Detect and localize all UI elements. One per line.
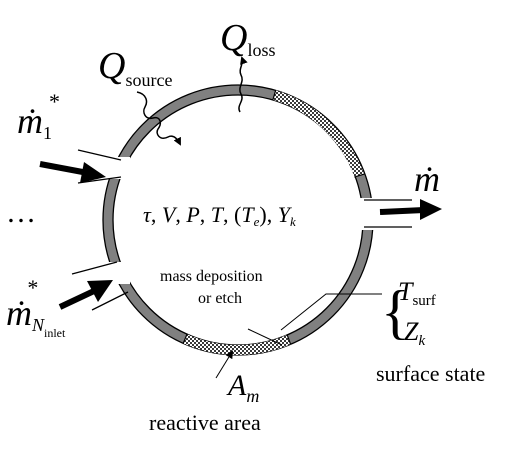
inlet-n-arrowhead bbox=[87, 280, 113, 302]
inlet-1-arrowhead bbox=[80, 162, 106, 183]
inlet-n-arrow-shaft bbox=[58, 288, 96, 310]
q-loss-label: Qloss bbox=[220, 17, 275, 60]
segment-divider bbox=[286, 334, 292, 345]
inlet-n-gap bbox=[95, 262, 130, 284]
inlet-n-label: ṁNinlet* bbox=[6, 275, 66, 340]
reactive-segment-top-right bbox=[272, 90, 365, 178]
q-loss-wavy-arrow bbox=[238, 56, 248, 113]
surface-temperature-label: Tsurf bbox=[398, 277, 436, 309]
segment-divider bbox=[272, 90, 277, 100]
q-source-label: Qsource bbox=[98, 45, 172, 90]
surface-brace: { bbox=[381, 279, 410, 345]
segment-divider bbox=[182, 333, 188, 344]
inlet-1-arrow-shaft bbox=[39, 161, 89, 176]
deposition-label-line1: mass deposition bbox=[160, 268, 263, 285]
outlet-arrow-shaft bbox=[379, 207, 425, 215]
deposition-label-line2: or etch bbox=[198, 290, 242, 307]
inlet-n-tube-top bbox=[71, 261, 118, 275]
deposition-leader-line bbox=[247, 328, 283, 346]
inlet-n-tube-bottom bbox=[91, 291, 129, 311]
outlet-label: ṁ bbox=[414, 159, 440, 199]
inlet-1-tube-bottom bbox=[77, 176, 122, 184]
area-leader-arrow bbox=[215, 350, 234, 379]
q-source-wavy-arrow bbox=[136, 91, 181, 146]
inlet-1-gap bbox=[100, 157, 130, 179]
outlet-arrowhead bbox=[420, 199, 442, 220]
state-variables: τ, V, P, T, (Te), Yk bbox=[143, 202, 296, 229]
surface-species-label: Zk bbox=[404, 317, 425, 349]
reactive-segment-bottom bbox=[183, 334, 291, 356]
surface-leader-line bbox=[280, 293, 382, 331]
area-symbol-label: Am bbox=[226, 369, 259, 406]
inlet-1-tube-top bbox=[77, 149, 122, 161]
inlets-ellipsis: … bbox=[6, 196, 36, 229]
surface-state-label: surface state bbox=[376, 361, 485, 386]
segment-divider bbox=[354, 173, 365, 178]
reactive-area-label: reactive area bbox=[149, 410, 261, 435]
inlet-1-label: ṁ1* bbox=[17, 89, 60, 143]
